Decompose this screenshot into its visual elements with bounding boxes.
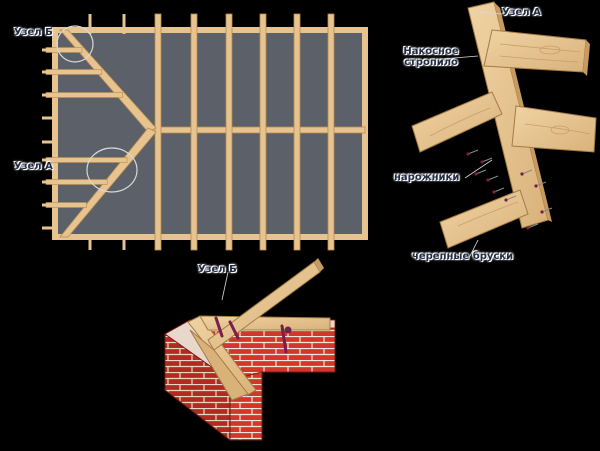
hip-rafter-lower	[59, 127, 157, 238]
hip-rafter-upper	[59, 29, 157, 133]
nail	[505, 195, 517, 201]
rafter-tails	[42, 14, 126, 250]
label-hip-rafter-line1: Накосное	[403, 46, 459, 57]
nails	[466, 149, 553, 230]
node-b-circle	[56, 25, 94, 63]
common-rafters	[154, 13, 335, 251]
detail-node-a	[411, 1, 597, 257]
nail-head	[526, 226, 530, 230]
jack-beam-2	[511, 105, 597, 153]
roof-deck	[54, 29, 366, 238]
label-node-b-detail: Узел Б	[198, 264, 237, 275]
label-node-b-plan: Узел Б	[14, 27, 53, 38]
label-jack-beams: черепные бруски	[412, 251, 514, 262]
nail	[521, 169, 533, 175]
bolt-clamps	[214, 316, 292, 354]
nail	[467, 149, 479, 155]
label-hip-rafter-line2: стропило	[404, 57, 458, 68]
nail-head	[474, 172, 478, 176]
common-rafter	[190, 13, 198, 251]
label-node-a-plan: Узел А	[14, 161, 53, 172]
nail	[535, 181, 547, 187]
jack-rafter	[45, 157, 128, 163]
nail-head	[540, 210, 544, 214]
label-node-a-detail: Узел А	[502, 7, 541, 18]
roof-plan	[42, 13, 368, 251]
rafter-end	[189, 329, 249, 401]
nail	[481, 157, 493, 163]
wall-plate-frame	[52, 27, 368, 240]
nail-head	[534, 184, 538, 188]
nail	[475, 169, 487, 175]
jack-beam-4	[439, 189, 529, 249]
common-rafter	[259, 13, 267, 251]
nail-head	[486, 178, 490, 182]
nail-head	[520, 172, 524, 176]
nail-head	[480, 160, 484, 164]
label-jack-rafters: нарожники	[394, 172, 460, 183]
nail	[487, 175, 499, 181]
nail-head	[492, 190, 496, 194]
label-hip-rafter: Накосное стропило	[396, 46, 466, 68]
leader-lines	[429, 11, 503, 257]
nail	[493, 187, 505, 193]
wood-grain	[429, 43, 591, 227]
nail-head	[504, 198, 508, 202]
common-rafter	[225, 13, 233, 251]
nail-head	[466, 152, 470, 156]
node-a-circle	[86, 147, 138, 193]
common-rafter	[293, 13, 301, 251]
detail-node-b	[164, 258, 336, 442]
common-rafter	[327, 13, 335, 251]
nail	[527, 223, 539, 229]
nail	[541, 207, 553, 213]
